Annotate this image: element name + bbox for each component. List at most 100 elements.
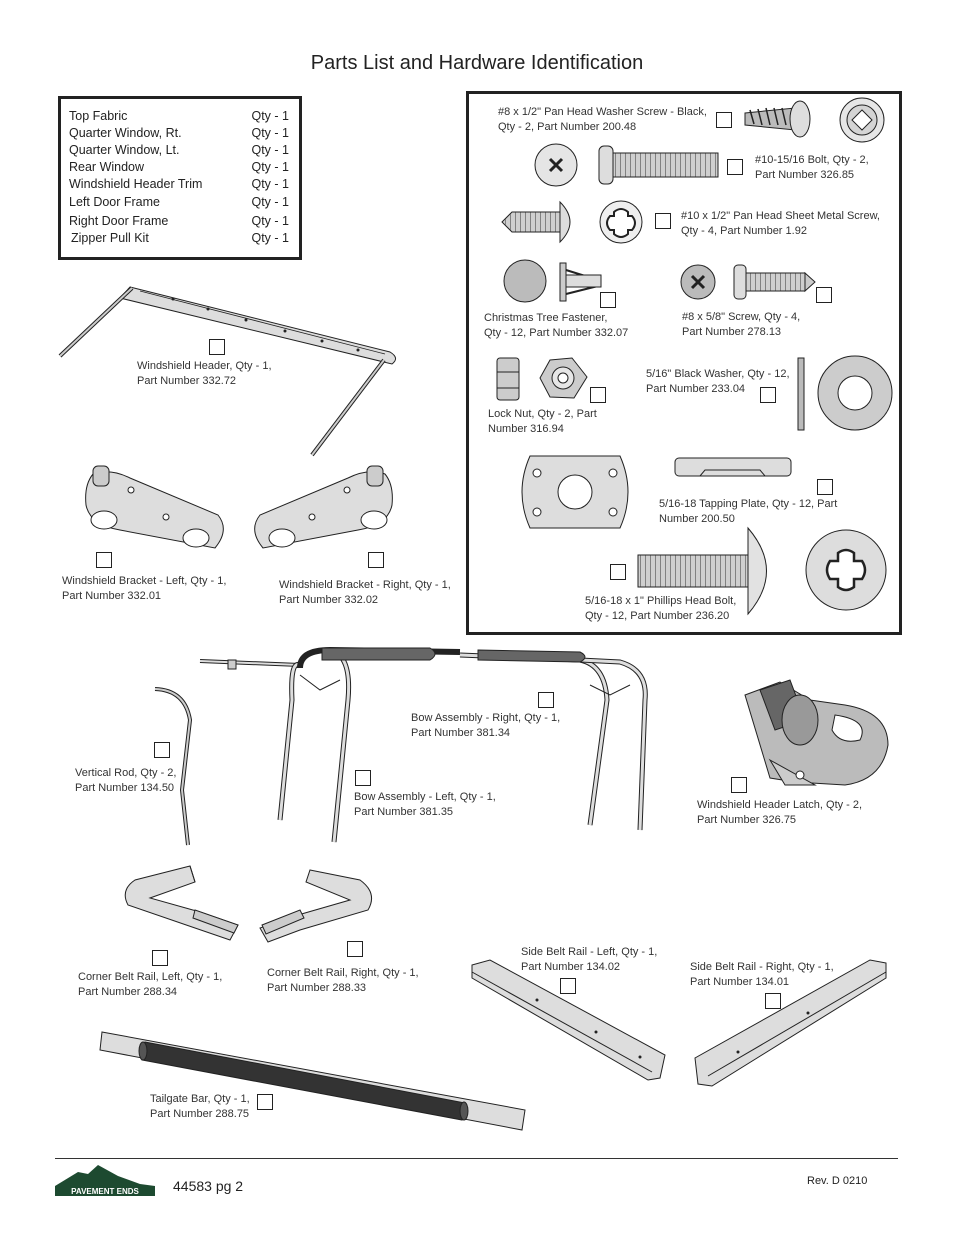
windshield-bracket-left-illustration [85, 465, 224, 549]
parts-list-item: Zipper Pull Kit Qty - 1 [71, 230, 289, 247]
part-name: Left Door Frame [69, 195, 161, 209]
hardware-checkbox[interactable] [600, 292, 616, 308]
label-line: Part Number 381.35 [354, 806, 454, 818]
component-label: Windshield Header Latch, Qty - 2, Part Nu… [697, 798, 862, 828]
component-checkbox[interactable] [368, 552, 384, 568]
part-name: Top Fabric [69, 109, 128, 123]
component-label: Windshield Header, Qty - 1, Part Number 3… [137, 359, 272, 389]
parts-list-item: Top Fabric Qty - 1 [69, 108, 289, 125]
label-line: Windshield Bracket - Left, Qty - 1, [62, 575, 227, 587]
label-line: Side Belt Rail - Right, Qty - 1, [690, 961, 834, 973]
label-line: Windshield Header, Qty - 1, [137, 360, 272, 372]
hardware-checkbox[interactable] [727, 159, 743, 175]
part-qty: Qty - 1 [251, 109, 289, 123]
label-line: Part Number 288.33 [267, 982, 367, 994]
label-line: #10 x 1/2" Pan Head Sheet Metal Screw, [681, 210, 880, 222]
hardware-label: #10-15/16 Bolt, Qty - 2, Part Number 326.… [755, 153, 869, 183]
component-label: Side Belt Rail - Right, Qty - 1, Part Num… [690, 960, 834, 990]
page-title: Parts List and Hardware Identification [310, 52, 644, 74]
part-qty: Qty - 1 [251, 143, 289, 157]
label-line: Part Number 332.72 [137, 375, 237, 387]
label-line: Part Number 233.04 [646, 383, 746, 395]
hardware-checkbox[interactable] [716, 112, 732, 128]
component-checkbox[interactable] [257, 1094, 273, 1110]
label-line: Corner Belt Rail, Left, Qty - 1, [78, 971, 223, 983]
component-checkbox[interactable] [347, 941, 363, 957]
windshield-header-latch-illustration [744, 679, 889, 786]
label-line: Lock Nut, Qty - 2, Part [488, 408, 597, 420]
hardware-checkbox[interactable] [655, 213, 671, 229]
label-line: Part Number 288.34 [78, 986, 178, 998]
part-qty: Qty - 1 [251, 195, 289, 209]
hardware-checkbox[interactable] [610, 564, 626, 580]
component-checkbox[interactable] [96, 552, 112, 568]
part-name: Right Door Frame [69, 214, 169, 228]
label-line: Number 200.50 [659, 513, 735, 525]
component-checkbox[interactable] [209, 339, 225, 355]
part-name: Rear Window [69, 160, 145, 174]
label-line: Christmas Tree Fastener, [484, 312, 608, 324]
component-label: Vertical Rod, Qty - 2, Part Number 134.50 [75, 766, 176, 796]
label-line: Part Number 134.50 [75, 782, 175, 794]
label-line: Part Number 332.01 [62, 590, 162, 602]
phillips-bolt-icon [637, 526, 887, 616]
component-checkbox[interactable] [560, 978, 576, 994]
component-label: Tailgate Bar, Qty - 1, Part Number 288.75 [150, 1092, 250, 1122]
component-checkbox[interactable] [355, 770, 371, 786]
component-checkbox[interactable] [154, 742, 170, 758]
label-line: Tailgate Bar, Qty - 1, [150, 1093, 250, 1105]
hardware-checkbox[interactable] [760, 387, 776, 403]
part-name: Windshield Header Trim [69, 177, 203, 191]
label-line: Part Number 278.13 [682, 326, 782, 338]
hardware-label: #8 x 1/2" Pan Head Washer Screw - Black,… [498, 105, 707, 135]
hardware-label: #10 x 1/2" Pan Head Sheet Metal Screw,Qt… [681, 209, 880, 239]
component-checkbox[interactable] [765, 993, 781, 1009]
label-line: Part Number 288.75 [150, 1108, 250, 1120]
christmas-tree-fastener-icon [503, 259, 602, 303]
lock-nut-icon [496, 357, 588, 401]
label-line: Number 316.94 [488, 423, 564, 435]
label-line: Part Number 326.85 [755, 169, 855, 181]
washer-screw-icon [744, 97, 885, 143]
label-line: Side Belt Rail - Left, Qty - 1, [521, 946, 658, 958]
pavement-ends-logo: PAVEMENT ENDS [55, 1165, 155, 1196]
hardware-checkbox[interactable] [816, 287, 832, 303]
component-checkbox[interactable] [538, 692, 554, 708]
tailgate-bar-illustration [99, 1031, 526, 1131]
label-line: Vertical Rod, Qty - 2, [75, 767, 177, 779]
hex-bolt-icon [534, 143, 719, 187]
label-line: #10-15/16 Bolt, Qty - 2, [755, 154, 869, 166]
parts-list-item: Left Door Frame Qty - 1 [69, 194, 289, 211]
part-qty: Qty - 1 [251, 126, 289, 140]
hardware-checkbox[interactable] [817, 479, 833, 495]
windshield-header-illustration [58, 286, 396, 457]
hardware-label: 5/16" Black Washer, Qty - 12,Part Number… [646, 367, 790, 397]
part-qty: Qty - 1 [251, 231, 289, 245]
component-label: Bow Assembly - Left, Qty - 1, Part Number… [354, 790, 496, 820]
component-label: Windshield Bracket - Left, Qty - 1, Part … [62, 574, 226, 604]
tapping-plate-icon [521, 455, 792, 529]
parts-list-item: Quarter Window, Lt. Qty - 1 [69, 142, 289, 159]
screw-icon [680, 264, 816, 300]
label-line: 5/16-18 Tapping Plate, Qty - 12, Part [659, 498, 838, 510]
label-line: Part Number 134.01 [690, 976, 790, 988]
label-line: Part Number 134.02 [521, 961, 621, 973]
label-line: Bow Assembly - Left, Qty - 1, [354, 791, 496, 803]
label-line: #8 x 1/2" Pan Head Washer Screw - Black, [498, 106, 707, 118]
component-checkbox[interactable] [152, 950, 168, 966]
part-name: Zipper Pull Kit [71, 231, 149, 245]
hardware-identification-box [466, 91, 902, 635]
label-line: Windshield Header Latch, Qty - 2, [697, 799, 863, 811]
label-line: Bow Assembly - Right, Qty - 1, [411, 712, 561, 724]
logo-text: PAVEMENT ENDS [71, 1187, 139, 1196]
hardware-checkbox[interactable] [590, 387, 606, 403]
label-line: Part Number 326.75 [697, 814, 797, 826]
component-label: Windshield Bracket - Right, Qty - 1,Part… [279, 578, 451, 608]
part-qty: Qty - 1 [251, 214, 289, 228]
part-name: Quarter Window, Lt. [69, 143, 180, 157]
label-line: 5/16-18 x 1" Phillips Head Bolt, [585, 595, 737, 607]
component-checkbox[interactable] [731, 777, 747, 793]
label-line: Qty - 2, Part Number 200.48 [498, 121, 637, 133]
